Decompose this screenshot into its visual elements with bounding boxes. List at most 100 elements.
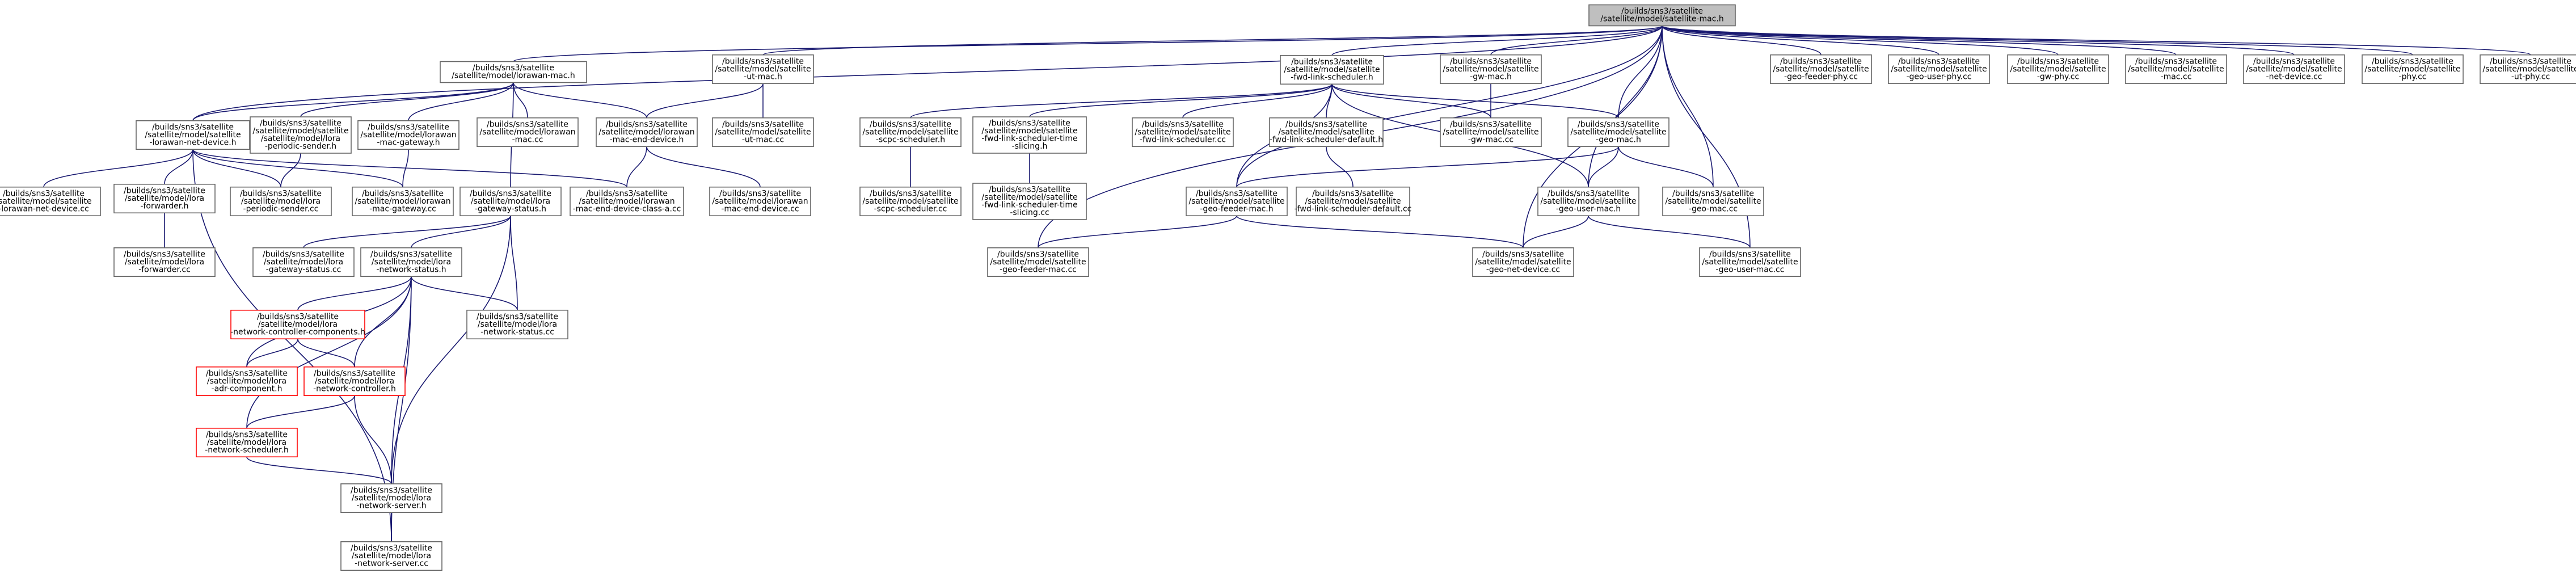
node-label-line: -fwd-link-scheduler-time — [981, 201, 1077, 210]
file-node-geo-mac-h[interactable]: /builds/sns3/satellite/satellite/model/s… — [1567, 117, 1669, 148]
dependency-edge — [192, 83, 513, 121]
dependency-edge — [193, 149, 281, 187]
node-label-line: /builds/sns3/satellite — [1548, 189, 1629, 198]
file-node-fwd-link-scheduler-cc[interactable]: /builds/sns3/satellite/satellite/model/s… — [1132, 117, 1234, 148]
dependency-edge — [247, 457, 392, 485]
file-node-lora-adr-component-h[interactable]: /builds/sns3/satellite/satellite/model/l… — [196, 366, 298, 397]
file-node-fwd-link-scheduler-default-cc[interactable]: /builds/sns3/satellite/satellite/model/s… — [1295, 186, 1412, 217]
dependency-edge — [411, 276, 518, 310]
node-box — [1537, 186, 1639, 217]
file-node-lorawan-mac-h[interactable]: /builds/sns3/satellite/satellite/model/l… — [440, 61, 587, 83]
node-label-line: /builds/sns3/satellite — [470, 189, 551, 198]
file-node-geo-net-device-cc[interactable]: /builds/sns3/satellite/satellite/model/s… — [1472, 247, 1574, 277]
node-label-line: /satellite/model/lora — [241, 197, 321, 206]
node-label-line: /satellite/model/lora — [315, 377, 394, 386]
file-node-geo-feeder-mac-cc[interactable]: /builds/sns3/satellite/satellite/model/s… — [987, 247, 1089, 277]
node-label-line: /builds/sns3/satellite — [2490, 57, 2571, 66]
file-node-geo-user-phy-cc[interactable]: /builds/sns3/satellite/satellite/model/s… — [1888, 54, 1990, 85]
file-node-lora-network-server-cc[interactable]: /builds/sns3/satellite/satellite/model/l… — [340, 541, 442, 571]
node-box — [1440, 54, 1542, 85]
node-label-line: /builds/sns3/satellite — [1450, 120, 1532, 129]
file-node-net-device-cc[interactable]: /builds/sns3/satellite/satellite/model/s… — [2243, 54, 2345, 85]
node-label-line: /builds/sns3/satellite — [351, 544, 432, 553]
dependency-edge — [355, 395, 392, 484]
node-label-line: /builds/sns3/satellite — [1578, 120, 1659, 129]
node-box — [196, 427, 298, 458]
file-node-gw-mac-h[interactable]: /builds/sns3/satellite/satellite/model/s… — [1440, 54, 1542, 85]
file-node-lorawan-net-device-cc[interactable]: /builds/sns3/satellite/satellite/model/s… — [0, 186, 101, 217]
file-node-geo-user-mac-h[interactable]: /builds/sns3/satellite/satellite/model/s… — [1537, 186, 1639, 217]
file-node-lora-network-server-h[interactable]: /builds/sns3/satellite/satellite/model/l… — [340, 483, 442, 513]
dependency-edge — [1237, 216, 1524, 249]
file-node-lorawan-mac-cc[interactable]: /builds/sns3/satellite/satellite/model/l… — [477, 117, 579, 148]
file-node-fwd-link-scheduler-time-slicing-cc[interactable]: /builds/sns3/satellite/satellite/model/s… — [972, 183, 1087, 220]
file-node-gw-phy-cc[interactable]: /builds/sns3/satellite/satellite/model/s… — [2007, 54, 2109, 85]
file-node-lorawan-mac-end-device-h[interactable]: /builds/sns3/satellite/satellite/model/l… — [596, 117, 698, 148]
file-node-mac-cc[interactable]: /builds/sns3/satellite/satellite/model/s… — [2125, 54, 2227, 85]
file-node-lora-network-scheduler-h[interactable]: /builds/sns3/satellite/satellite/model/l… — [196, 427, 298, 458]
file-node-fwd-link-scheduler-h[interactable]: /builds/sns3/satellite/satellite/model/s… — [1280, 54, 1384, 85]
file-node-geo-mac-cc[interactable]: /builds/sns3/satellite/satellite/model/s… — [1662, 186, 1764, 217]
file-node-lora-periodic-sender-cc[interactable]: /builds/sns3/satellite/satellite/model/l… — [230, 186, 332, 217]
file-node-lora-gateway-status-h[interactable]: /builds/sns3/satellite/satellite/model/l… — [459, 186, 562, 217]
node-label-line: -mac-end-device-class-a.cc — [573, 204, 681, 213]
node-label-line: -phy.cc — [2399, 72, 2427, 81]
file-node-geo-feeder-phy-cc[interactable]: /builds/sns3/satellite/satellite/model/s… — [1770, 54, 1872, 85]
node-label-line: -fwd-link-scheduler.cc — [1140, 135, 1226, 144]
file-node-fwd-link-scheduler-time-slicing-h[interactable]: /builds/sns3/satellite/satellite/model/s… — [972, 116, 1087, 154]
file-node-lora-network-controller-components-h[interactable]: /builds/sns3/satellite/satellite/model/l… — [230, 309, 365, 340]
node-label-line: -geo-user-mac.h — [1556, 204, 1621, 213]
node-label-line: /satellite/model/satellite — [981, 127, 1077, 136]
node-label-line: -geo-mac.h — [1596, 135, 1641, 144]
file-node-phy-cc[interactable]: /builds/sns3/satellite/satellite/model/s… — [2362, 54, 2464, 85]
file-node-lora-network-status-cc[interactable]: /builds/sns3/satellite/satellite/model/l… — [466, 309, 568, 340]
dependency-edge — [1588, 216, 1751, 249]
node-box — [1269, 117, 1384, 148]
node-label-line: /builds/sns3/satellite — [1285, 120, 1367, 129]
node-label-line: /satellite/model/satellite — [1773, 65, 1869, 74]
dependency-edge — [1662, 26, 1822, 56]
file-node-geo-feeder-mac-h[interactable]: /builds/sns3/satellite/satellite/model/s… — [1186, 186, 1288, 217]
file-node-ut-phy-cc[interactable]: /builds/sns3/satellite/satellite/model/s… — [2480, 54, 2576, 85]
node-label-line: /satellite/model/satellite — [990, 258, 1086, 267]
dependency-edge — [1038, 216, 1237, 249]
dependency-edge — [298, 339, 355, 367]
node-label-line: -lorawan-net-device.cc — [0, 204, 89, 213]
node-label-line: /builds/sns3/satellite — [152, 123, 234, 132]
file-node-lora-gateway-status-cc[interactable]: /builds/sns3/satellite/satellite/model/l… — [252, 247, 355, 277]
node-label-line: /builds/sns3/satellite — [989, 186, 1070, 195]
node-box — [596, 117, 698, 148]
file-node-gw-mac-cc[interactable]: /builds/sns3/satellite/satellite/model/s… — [1440, 117, 1542, 148]
file-node-lora-periodic-sender-h[interactable]: /builds/sns3/satellite/satellite/model/s… — [250, 116, 352, 154]
file-node-satellite-mac-h[interactable]: /builds/sns3/satellite/satellite/model/s… — [1588, 4, 1736, 27]
file-node-ut-mac-cc[interactable]: /builds/sns3/satellite/satellite/model/s… — [712, 117, 814, 148]
node-box — [352, 186, 454, 217]
file-node-geo-user-mac-cc[interactable]: /builds/sns3/satellite/satellite/model/s… — [1699, 247, 1801, 277]
file-node-lorawan-net-device-h[interactable]: /builds/sns3/satellite/satellite/model/s… — [136, 120, 250, 150]
dependency-edge — [646, 83, 763, 118]
dependency-edge — [762, 26, 1662, 56]
file-node-lora-forwarder-h[interactable]: /builds/sns3/satellite/satellite/model/l… — [113, 183, 216, 214]
node-label-line: /builds/sns3/satellite — [206, 430, 288, 439]
node-box — [1186, 186, 1288, 217]
file-node-scpc-scheduler-h[interactable]: /builds/sns3/satellite/satellite/model/s… — [859, 117, 962, 148]
file-node-scpc-scheduler-cc[interactable]: /builds/sns3/satellite/satellite/model/s… — [859, 186, 962, 217]
node-label-line: /satellite/model/satellite — [1540, 197, 1636, 206]
file-node-lora-network-status-h[interactable]: /builds/sns3/satellite/satellite/model/l… — [360, 247, 462, 277]
file-node-lorawan-mac-gateway-h[interactable]: /builds/sns3/satellite/satellite/model/l… — [357, 120, 459, 150]
file-node-ut-mac-h[interactable]: /builds/sns3/satellite/satellite/model/s… — [712, 54, 814, 85]
node-label-line: -adr-component.h — [212, 384, 283, 393]
file-node-lora-forwarder-cc[interactable]: /builds/sns3/satellite/satellite/model/l… — [113, 247, 216, 277]
node-label-line: /builds/sns3/satellite — [370, 250, 452, 259]
dependency-edge — [1662, 26, 1940, 56]
node-label-line: /builds/sns3/satellite — [487, 120, 568, 129]
file-node-lorawan-mac-gateway-cc[interactable]: /builds/sns3/satellite/satellite/model/l… — [352, 186, 454, 217]
file-node-lora-network-controller-h[interactable]: /builds/sns3/satellite/satellite/model/l… — [303, 366, 406, 397]
node-label-line: -mac-end-device.cc — [721, 204, 799, 213]
file-node-fwd-link-scheduler-default-h[interactable]: /builds/sns3/satellite/satellite/model/s… — [1269, 117, 1384, 148]
node-label-line: -periodic-sender.cc — [243, 204, 319, 213]
file-node-lorawan-mac-end-device-class-a-cc[interactable]: /builds/sns3/satellite/satellite/model/l… — [570, 186, 684, 217]
file-node-lorawan-mac-end-device-cc[interactable]: /builds/sns3/satellite/satellite/model/l… — [709, 186, 811, 217]
node-label-line: -ut-mac.h — [744, 72, 782, 81]
